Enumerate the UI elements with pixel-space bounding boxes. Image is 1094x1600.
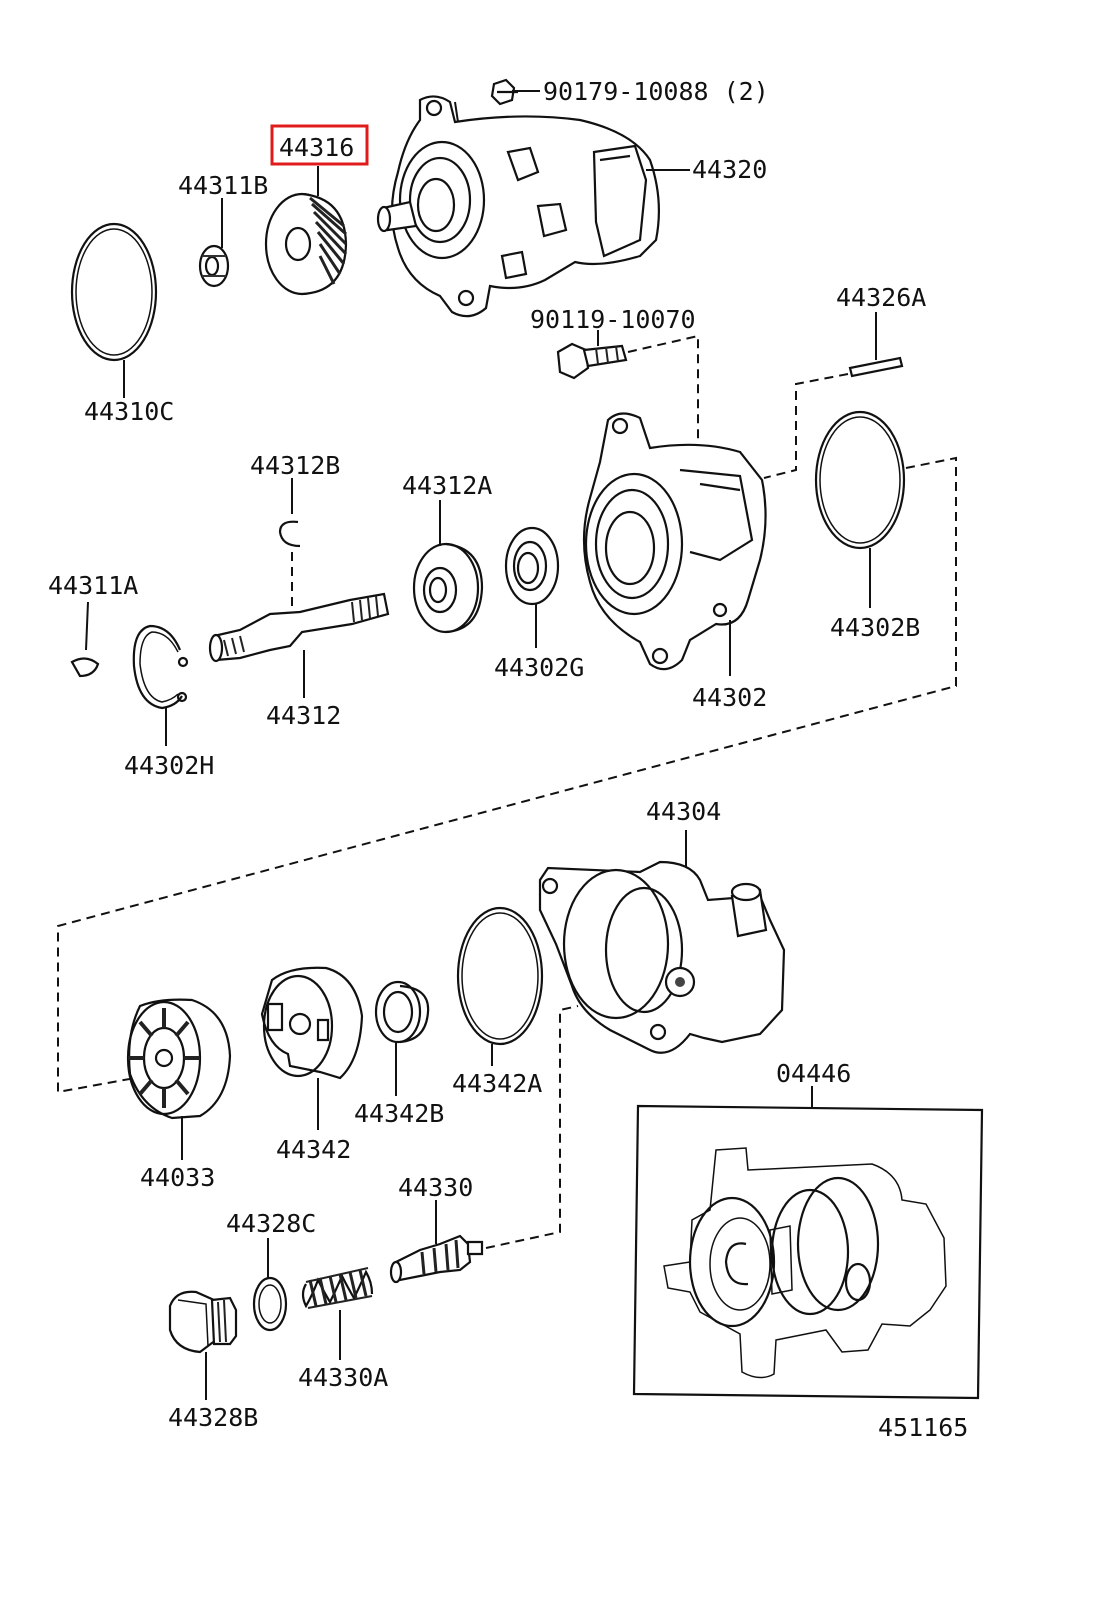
snap-ring-44302H[interactable] (132, 624, 189, 746)
kit-box-04446[interactable] (632, 1086, 984, 1400)
label-44330: 44330 (398, 1173, 473, 1202)
label-44033: 44033 (140, 1163, 215, 1192)
snap-ring-44312B[interactable] (278, 478, 301, 608)
label-44330A: 44330A (298, 1363, 388, 1392)
label-44302B: 44302B (830, 613, 920, 642)
label-90179: 90179-10088 (2) (543, 77, 769, 106)
dashed-guide-44326A (763, 373, 849, 479)
label-44342: 44342 (276, 1135, 351, 1164)
o-ring-44342A[interactable] (456, 906, 544, 1066)
housing-44302[interactable] (582, 412, 767, 676)
highlight-box-44316 (270, 124, 369, 166)
label-44328C: 44328C (226, 1209, 316, 1238)
label-90119: 90119-10070 (530, 305, 696, 334)
label-44311B: 44311B (178, 171, 268, 200)
label-44342A: 44342A (452, 1069, 542, 1098)
label-44328B: 44328B (168, 1403, 258, 1432)
label-44312B: 44312B (250, 451, 340, 480)
label-44326A: 44326A (836, 283, 926, 312)
label-04446: 04446 (776, 1059, 851, 1088)
valve-44330[interactable] (389, 1200, 484, 1284)
gear-44316[interactable] (264, 166, 348, 296)
label-44320: 44320 (692, 155, 767, 184)
nut-44311B[interactable] (198, 198, 230, 288)
dashed-guide-assembly (57, 456, 957, 1094)
bolt-90179[interactable] (490, 78, 540, 106)
dashed-guide-90119 (627, 334, 700, 501)
spring-44330A[interactable] (301, 1267, 374, 1360)
label-44310C: 44310C (84, 397, 174, 426)
bearing-44312A[interactable] (412, 500, 484, 634)
label-44311A: 44311A (48, 571, 138, 600)
label-44312A: 44312A (402, 471, 492, 500)
ring-44342B[interactable] (374, 980, 430, 1096)
label-44316[interactable]: 44316 (279, 133, 354, 162)
pin-44326A[interactable] (848, 312, 904, 378)
label-44312: 44312 (266, 701, 341, 730)
o-ring-44310C[interactable] (70, 222, 158, 398)
figure-id: 451165 (878, 1413, 968, 1442)
pump-body-44320[interactable] (376, 95, 690, 318)
label-44304: 44304 (646, 797, 721, 826)
plug-44328B[interactable] (168, 1290, 238, 1400)
seal-44302G[interactable] (504, 526, 560, 648)
label-44302G: 44302G (494, 653, 584, 682)
cover-44304[interactable] (538, 830, 786, 1054)
label-44342B: 44342B (354, 1099, 444, 1128)
label-44302H: 44302H (124, 751, 214, 780)
key-44311A[interactable] (70, 601, 100, 678)
shaft-44312[interactable] (208, 592, 390, 698)
washer-44328C[interactable] (252, 1238, 288, 1332)
rotor-44033[interactable] (126, 998, 232, 1160)
label-44302: 44302 (692, 683, 767, 712)
o-ring-44302B[interactable] (814, 410, 906, 608)
bolt-90119[interactable] (556, 330, 628, 380)
cam-ring-44342[interactable] (260, 966, 364, 1130)
dashed-guide-44330 (485, 1005, 579, 1249)
